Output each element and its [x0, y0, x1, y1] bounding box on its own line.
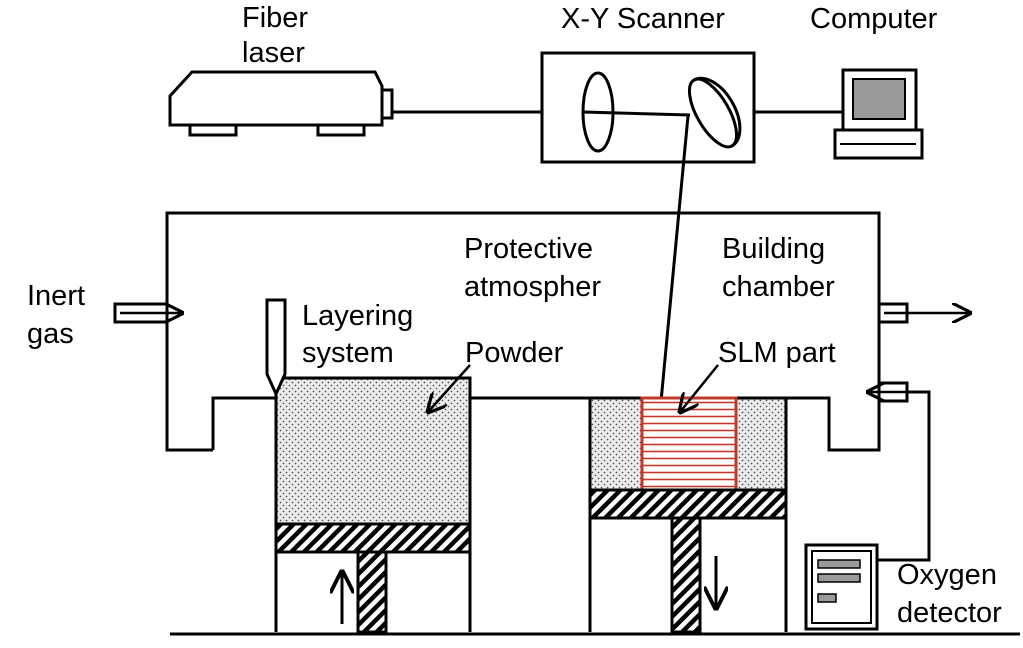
oxygen-detector-label: detector — [897, 597, 1002, 629]
fiber-laser-label: laser — [242, 37, 305, 69]
inert-gas-label: Inert — [27, 280, 85, 312]
layering-system-label: Layering — [302, 300, 413, 332]
powder-bed — [274, 376, 472, 526]
computer-icon — [833, 68, 924, 160]
building-chamber-label: Building — [722, 233, 825, 265]
gas-outlet-icon — [877, 302, 970, 324]
right-piston-plate — [588, 488, 788, 520]
gas-inlet-icon — [113, 302, 182, 324]
oxygen-detector-label: Oxygen — [897, 559, 997, 591]
slm-part-leader-line — [680, 364, 719, 412]
fiber-laser-icon — [168, 70, 394, 137]
layering-blade-icon — [265, 298, 287, 398]
left-piston-plate — [274, 522, 472, 554]
oxygen-detector-icon — [804, 543, 879, 631]
powder-label: Powder — [465, 337, 564, 369]
slm-part-label: SLM part — [718, 337, 836, 369]
building-chamber-label: chamber — [722, 271, 835, 303]
protective-atmosphere-label: Protective — [464, 233, 593, 265]
building-chamber-outline — [165, 211, 881, 452]
powder-leader-line — [428, 364, 471, 412]
slm-part-block — [640, 396, 738, 492]
scanned-beam-line — [658, 115, 690, 413]
inert-gas-label: gas — [27, 318, 74, 350]
fiber-laser-label: Fiber — [242, 2, 308, 34]
computer-label: Computer — [810, 3, 938, 35]
left-piston-rod — [356, 550, 388, 634]
right-piston-rod — [670, 516, 702, 634]
gas-return-icon — [868, 381, 931, 562]
protective-atmosphere-label: atmospher — [464, 271, 601, 303]
scanner-label: X-Y Scanner — [561, 3, 725, 35]
scanner-mirror-icon — [687, 76, 742, 149]
layering-system-label: system — [302, 337, 394, 369]
